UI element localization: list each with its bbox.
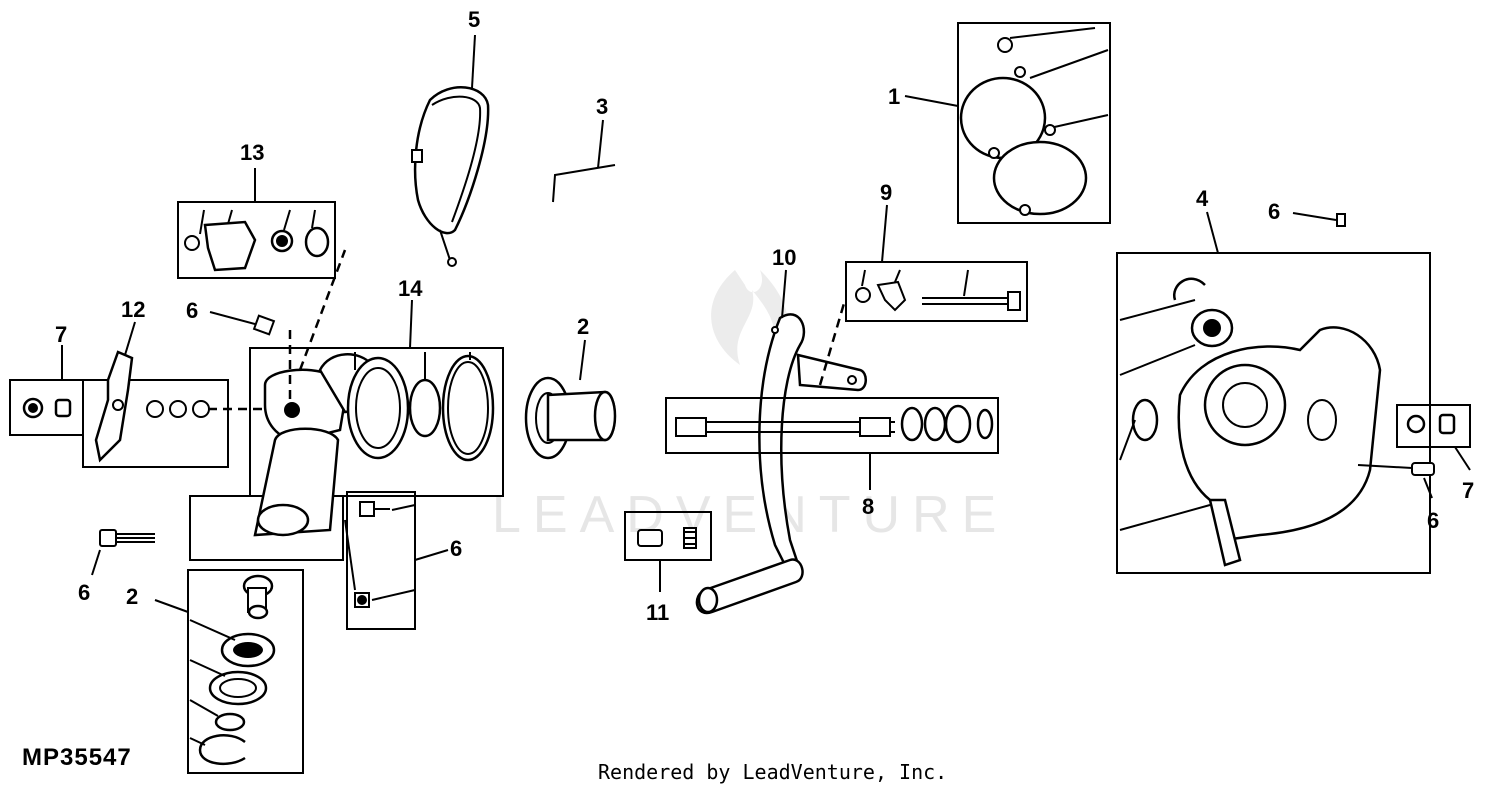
part-7-nut-pair-left[interactable] bbox=[9, 345, 84, 436]
callout-6-lower-left: 6 bbox=[78, 580, 90, 605]
part-5-shoulder-strap[interactable] bbox=[411, 34, 490, 267]
part-1-cover-plate[interactable] bbox=[957, 22, 1111, 224]
watermark: LEADVENTURE bbox=[492, 270, 1008, 544]
callout-6-right: 6 bbox=[1427, 508, 1439, 533]
callout-7-right: 7 bbox=[1462, 478, 1474, 503]
part-12-wing-nut[interactable] bbox=[82, 321, 268, 468]
footer-credit: Rendered by LeadVenture, Inc. bbox=[598, 760, 948, 784]
callout-7-left: 7 bbox=[55, 322, 67, 347]
part-8-rod-assembly[interactable] bbox=[665, 397, 999, 490]
callout-6-top-right: 6 bbox=[1268, 199, 1280, 224]
callout-6-upper: 6 bbox=[186, 298, 198, 323]
part-14-gearbox-housing[interactable] bbox=[189, 249, 504, 561]
callout-13: 13 bbox=[240, 140, 264, 165]
callout-1: 1 bbox=[888, 84, 900, 109]
callout-10: 10 bbox=[772, 245, 796, 270]
part-6-bolt-upper[interactable] bbox=[209, 311, 276, 336]
part-7-nut-pair-right[interactable] bbox=[1396, 253, 1471, 471]
callout-labels: 1 2 2 3 4 5 6 6 6 6 6 7 7 8 9 10 11 12 1… bbox=[55, 7, 1474, 625]
part-2-bearing-stack[interactable] bbox=[154, 569, 304, 774]
callout-6-screws: 6 bbox=[450, 536, 462, 561]
callout-14: 14 bbox=[398, 276, 423, 301]
part-10-handle-bracket[interactable] bbox=[695, 269, 867, 615]
part-4-gear-case[interactable] bbox=[1116, 211, 1431, 574]
figure-id-label: MP35547 bbox=[22, 744, 132, 771]
callout-2-spindle: 2 bbox=[577, 314, 589, 339]
part-11-bolt-spring[interactable] bbox=[624, 511, 712, 592]
part-6-screws[interactable] bbox=[344, 491, 449, 630]
callout-11: 11 bbox=[646, 600, 669, 625]
part-6-screw-top-right[interactable] bbox=[1292, 212, 1346, 227]
part-6-bolt-right[interactable] bbox=[1411, 462, 1435, 499]
part-6-bolt-lower-left[interactable] bbox=[91, 529, 155, 576]
part-3-hex-key[interactable] bbox=[552, 119, 616, 203]
part-13-knob-assembly[interactable] bbox=[177, 168, 336, 279]
callout-9: 9 bbox=[880, 180, 892, 205]
callout-2-bearings: 2 bbox=[126, 584, 138, 609]
svg-text:LEADVENTURE: LEADVENTURE bbox=[492, 486, 1008, 544]
callout-4: 4 bbox=[1196, 186, 1209, 211]
callout-12: 12 bbox=[121, 297, 145, 322]
part-9-bolt-kit[interactable] bbox=[845, 204, 1028, 322]
callout-3: 3 bbox=[596, 94, 608, 119]
part-2-spindle[interactable] bbox=[524, 339, 617, 460]
callout-8: 8 bbox=[862, 494, 874, 519]
callout-5: 5 bbox=[468, 7, 480, 32]
